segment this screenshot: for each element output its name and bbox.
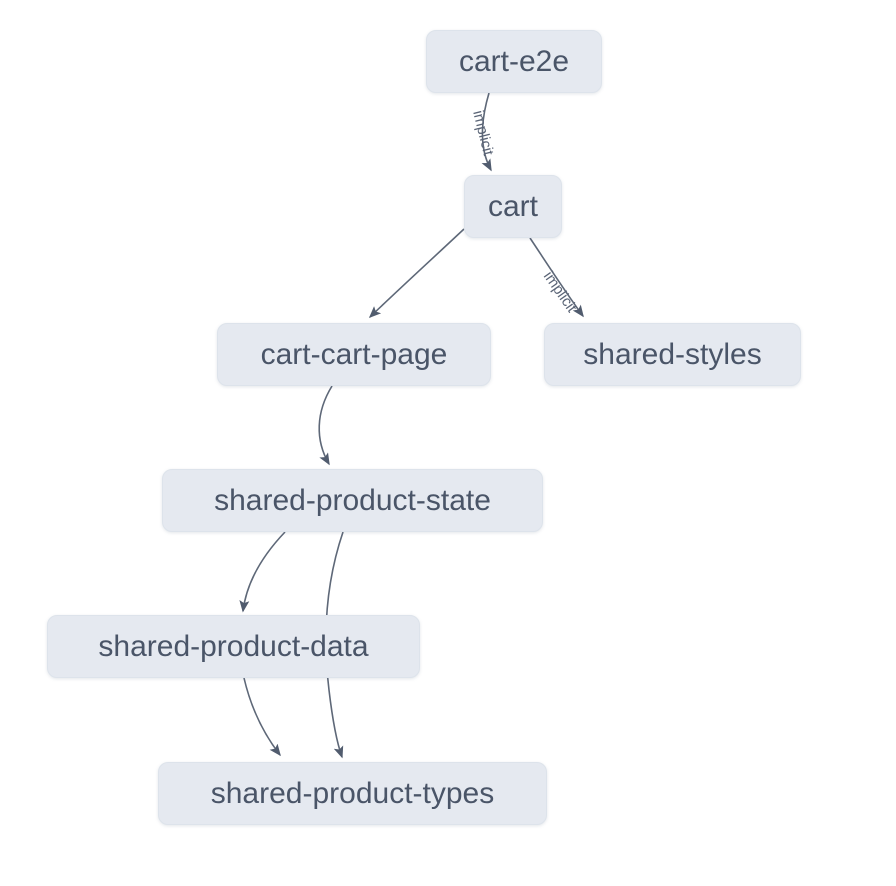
graph-node-shared-product-types[interactable]: shared-product-types xyxy=(158,762,547,825)
node-label: shared-product-data xyxy=(98,629,369,663)
graph-node-shared-styles[interactable]: shared-styles xyxy=(544,323,801,386)
node-label: cart-e2e xyxy=(458,44,570,78)
node-label: shared-product-state xyxy=(214,483,491,517)
edge-shared-product-state-to-shared-product-types xyxy=(325,531,344,759)
edge-cart-to-shared-styles xyxy=(529,237,584,318)
graph-node-cart[interactable]: cart xyxy=(464,175,562,238)
edge-cart-e2e-to-cart xyxy=(481,92,492,172)
edge-cart-cart-page-to-shared-product-state xyxy=(318,385,333,466)
node-label: cart-cart-page xyxy=(260,337,448,371)
node-label: cart xyxy=(487,189,538,223)
graph-node-cart-e2e[interactable]: cart-e2e xyxy=(426,30,602,93)
graph-node-shared-product-data[interactable]: shared-product-data xyxy=(47,615,420,678)
edge-shared-product-state-to-shared-product-data xyxy=(239,531,286,613)
edge-cart-to-cart-cart-page xyxy=(368,228,465,319)
graph-node-cart-cart-page[interactable]: cart-cart-page xyxy=(217,323,491,386)
node-label: shared-product-types xyxy=(210,776,495,810)
edge-shared-product-data-to-shared-product-types xyxy=(243,677,281,757)
node-label: shared-styles xyxy=(583,337,762,371)
graph-node-shared-product-state[interactable]: shared-product-state xyxy=(162,469,543,532)
